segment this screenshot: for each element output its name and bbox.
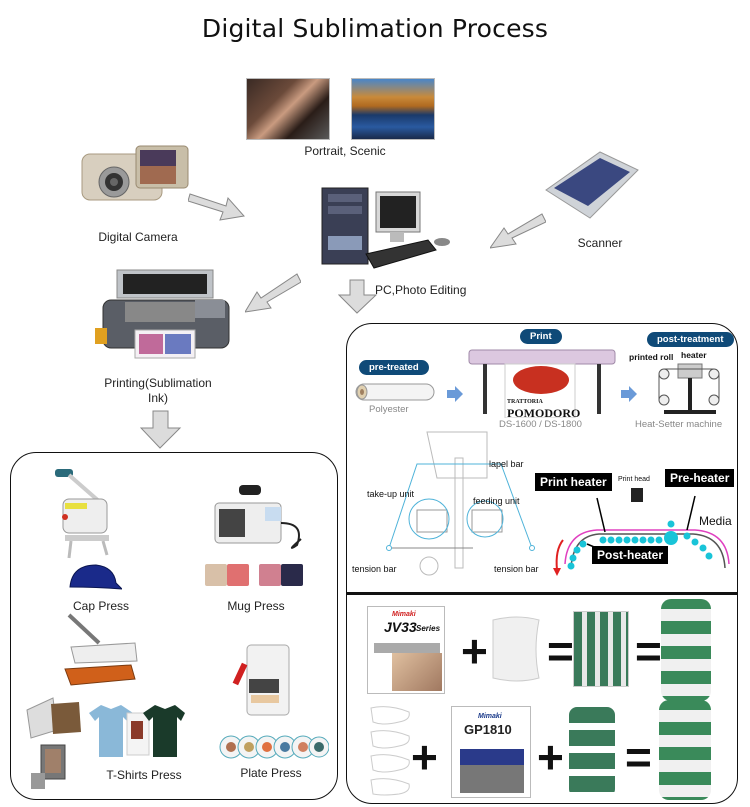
printed-shoes-image-2 xyxy=(659,700,711,800)
equals-sign-3: = xyxy=(625,731,652,783)
print-heater-label: Print heater xyxy=(535,473,612,491)
gp1810-printer-image: Mimaki GP1810 xyxy=(451,706,531,798)
banner-text-line2: POMODORO xyxy=(507,406,581,420)
printer-label-line2: Ink) xyxy=(147,391,168,405)
portrait-photo xyxy=(246,78,330,140)
jv33-series: Series xyxy=(416,624,441,633)
cap-image xyxy=(66,561,122,591)
plate-press-image xyxy=(231,643,291,718)
scenic-photo xyxy=(351,78,435,140)
lapel-bar-label: lapel bar xyxy=(489,459,524,469)
wide-format-printer-image xyxy=(467,346,617,418)
jv33-model: JV33 xyxy=(384,619,417,635)
transfer-prints-image xyxy=(23,696,83,740)
printed-transfer-sheet xyxy=(573,611,629,687)
polyester-roll-image xyxy=(352,383,437,401)
arrow-camera-to-pc xyxy=(188,188,248,224)
plus-sign-3: + xyxy=(537,731,564,783)
post-treatment-badge: post-treatment xyxy=(647,332,734,347)
mug-press-label: Mug Press xyxy=(227,599,285,613)
equals-sign-1: = xyxy=(547,625,574,677)
gp1810-brand: Mimaki xyxy=(478,713,502,720)
arrow-pc-down xyxy=(338,279,378,315)
take-up-unit-label: take-up unit xyxy=(367,489,415,499)
polyester-caption: Polyester xyxy=(369,404,409,415)
banner-text-line1: TRATTORIA xyxy=(507,399,543,405)
heat-setter-image xyxy=(652,360,727,416)
tshirt-press-image xyxy=(61,613,151,693)
feeding-unit-label: feeding unit xyxy=(473,496,520,506)
printer-label-line1: Printing(Sublimation xyxy=(104,376,212,390)
desktop-printer-image xyxy=(95,268,235,368)
gp1810-model: GP1810 xyxy=(464,722,512,737)
plus-sign-1: + xyxy=(461,625,488,677)
digital-camera-image xyxy=(80,140,190,205)
pc-image xyxy=(318,182,458,282)
plates-image xyxy=(219,733,329,761)
pre-treated-badge: pre-treated xyxy=(359,360,429,375)
mug-press-image xyxy=(209,483,309,553)
arrow-printer-down xyxy=(140,410,182,450)
equals-sign-2: = xyxy=(635,625,662,677)
mugs-image xyxy=(199,560,309,588)
page-title: Digital Sublimation Process xyxy=(201,14,549,43)
pc-label: PC,Photo Editing xyxy=(375,283,467,297)
industrial-process-panel: pre-treated Polyester Print TRATTORIA PO… xyxy=(346,323,738,804)
panel-divider xyxy=(347,592,737,595)
tshirt-press-label: T-Shirts Press xyxy=(106,768,182,782)
arrow-pc-to-printer xyxy=(245,272,301,316)
camera-label: Digital Camera xyxy=(98,230,178,244)
blank-shoe-outlines xyxy=(369,704,413,796)
print-badge: Print xyxy=(520,329,562,344)
arrow-to-heat-setter xyxy=(621,386,637,402)
photo-frame-image xyxy=(29,743,69,793)
plus-sign-2: + xyxy=(411,731,438,783)
tension-bar-left-label: tension bar xyxy=(352,564,397,574)
printer-schematic xyxy=(377,428,547,578)
printed-shoe-panels xyxy=(569,707,615,797)
transfer-paper-image xyxy=(491,616,541,686)
scanner-image xyxy=(540,150,640,225)
tension-bar-right-label: tension bar xyxy=(494,564,539,574)
media-label: Media xyxy=(699,514,732,528)
printer-models-caption: DS-1600 / DS-1800 xyxy=(499,419,582,430)
printed-roll-label: printed roll xyxy=(629,352,674,362)
photos-label: Portrait, Scenic xyxy=(304,144,386,158)
heat-press-panel: Cap Press Mug Press xyxy=(10,452,338,800)
heater-label: heater xyxy=(681,350,707,360)
print-head-label: Print head xyxy=(618,476,650,483)
scanner-label: Scanner xyxy=(577,236,623,250)
post-heater-label: Post-heater xyxy=(592,546,669,564)
cap-press-image xyxy=(51,463,121,563)
jv33-brand: Mimaki xyxy=(392,611,416,618)
pre-heater-label: Pre-heater xyxy=(665,469,735,487)
heat-setter-caption: Heat-Setter machine xyxy=(635,419,723,430)
arrow-scanner-to-pc xyxy=(490,212,546,252)
jv33-printer-image: Mimaki JV33 Series xyxy=(367,606,445,694)
tshirts-image xyxy=(87,703,187,759)
arrow-to-printer xyxy=(447,386,463,402)
printed-shoes-image-1 xyxy=(661,599,711,701)
plate-press-label: Plate Press xyxy=(240,766,302,780)
cap-press-label: Cap Press xyxy=(72,599,130,613)
